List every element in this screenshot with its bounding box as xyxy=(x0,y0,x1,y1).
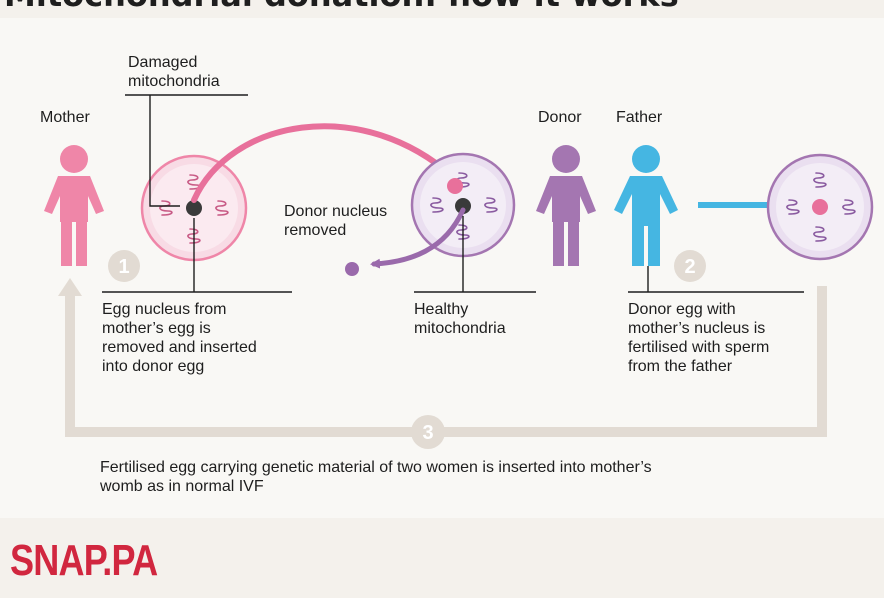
father-person-icon xyxy=(614,145,678,266)
step-3-badge: 3 xyxy=(411,415,445,449)
donor-label: Donor xyxy=(538,108,582,127)
removed-nucleus-icon xyxy=(345,262,359,276)
healthy-mitochondria-label: Healthy mitochondria xyxy=(414,300,506,338)
step-2-text: Donor egg with mother’s nucleus is ferti… xyxy=(628,300,769,376)
footer: SNAP.PA xyxy=(0,518,884,598)
step-2-number: 2 xyxy=(684,256,695,278)
step-3-number: 3 xyxy=(422,422,433,444)
step-3-text: Fertilised egg carrying genetic material… xyxy=(100,458,652,496)
father-label: Father xyxy=(616,108,662,127)
step-1-number: 1 xyxy=(118,256,129,278)
donor-person-icon xyxy=(536,145,596,266)
step-2-badge: 2 xyxy=(674,250,706,282)
fertilised-egg-cell-icon xyxy=(768,155,872,259)
step-1-badge: 1 xyxy=(108,250,140,282)
snap-pa-logo: SNAP.PA xyxy=(10,536,157,586)
donor-nucleus-removed-label: Donor nucleus removed xyxy=(284,202,387,240)
mother-person-icon xyxy=(44,145,104,266)
damaged-mitochondria-label: Damaged mitochondria xyxy=(128,53,220,91)
step-1-text: Egg nucleus from mother’s egg is removed… xyxy=(102,300,257,376)
mother-label: Mother xyxy=(40,108,90,127)
